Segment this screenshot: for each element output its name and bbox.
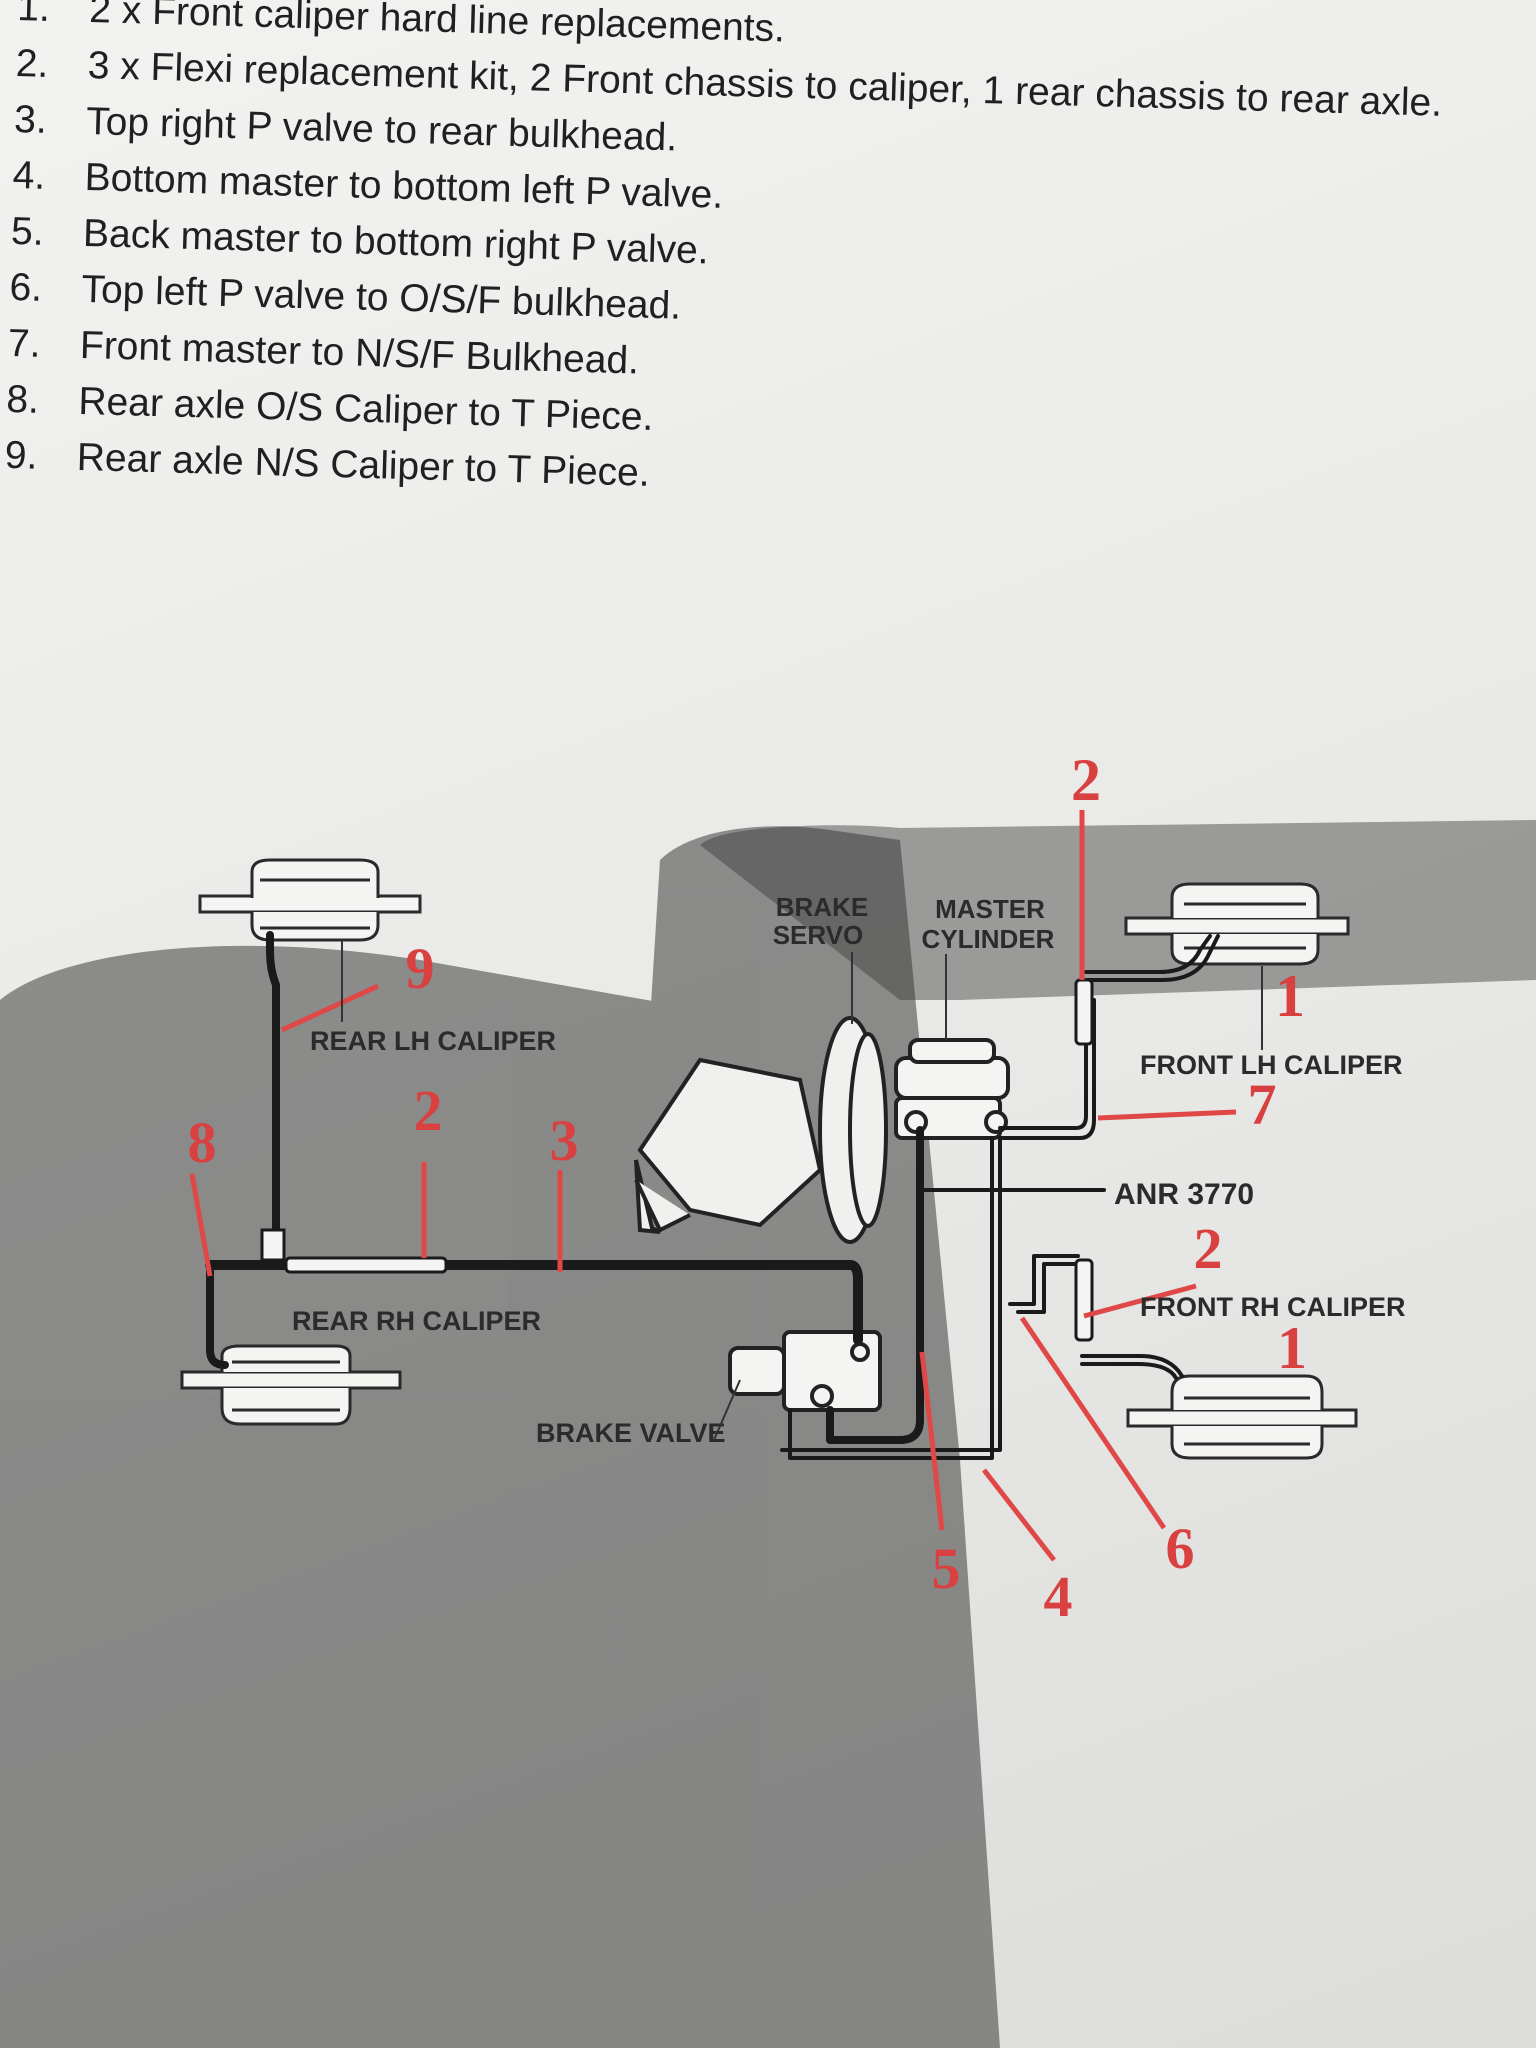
label-brake-servo-line2: SERVO	[773, 920, 864, 950]
callout-number-1-front-rh: 1	[1277, 1315, 1307, 1381]
brake-pipes	[205, 931, 1220, 1460]
callout-number-5: 5	[932, 1536, 961, 1601]
label-master-cylinder-line1: MASTER	[935, 894, 1045, 924]
label-front-lh-caliper: FRONT LH CALIPER	[1140, 1050, 1403, 1080]
front-rh-caliper	[1126, 1374, 1358, 1460]
callout-lines	[189, 810, 1237, 1562]
phone-shadow	[700, 820, 1536, 1000]
label-brake-servo-line1: BRAKE	[776, 892, 868, 922]
label-brake-valve: BRAKE VALVE	[536, 1418, 726, 1448]
callout-number-4: 4	[1044, 1564, 1073, 1629]
label-rear-lh-caliper: REAR LH CALIPER	[310, 1026, 556, 1056]
label-leaders	[341, 940, 1263, 1441]
master-cylinder	[894, 1038, 1010, 1140]
callout-number-8: 8	[188, 1110, 217, 1175]
rear-rh-caliper	[180, 1344, 402, 1426]
label-part-number: ANR 3770	[1114, 1178, 1254, 1211]
callout-number-9: 9	[406, 936, 435, 1001]
callout-number-2-front-rh: 2	[1194, 1216, 1223, 1281]
callout-number-2-top: 2	[1071, 747, 1101, 813]
rear-lh-caliper	[198, 858, 422, 942]
label-rear-rh-caliper: REAR RH CALIPER	[292, 1306, 541, 1336]
callout-number-7: 7	[1248, 1072, 1277, 1137]
callout-number-3: 3	[550, 1108, 579, 1173]
callout-number-1-front-lh: 1	[1275, 963, 1305, 1029]
brake-servo	[634, 1016, 888, 1244]
label-front-rh-caliper: FRONT RH CALIPER	[1140, 1292, 1406, 1322]
callout-number-6: 6	[1166, 1516, 1195, 1581]
label-master-cylinder-line2: CYLINDER	[922, 924, 1055, 954]
callout-number-2-rear: 2	[414, 1078, 443, 1143]
flexi-hoses	[260, 978, 1094, 1342]
